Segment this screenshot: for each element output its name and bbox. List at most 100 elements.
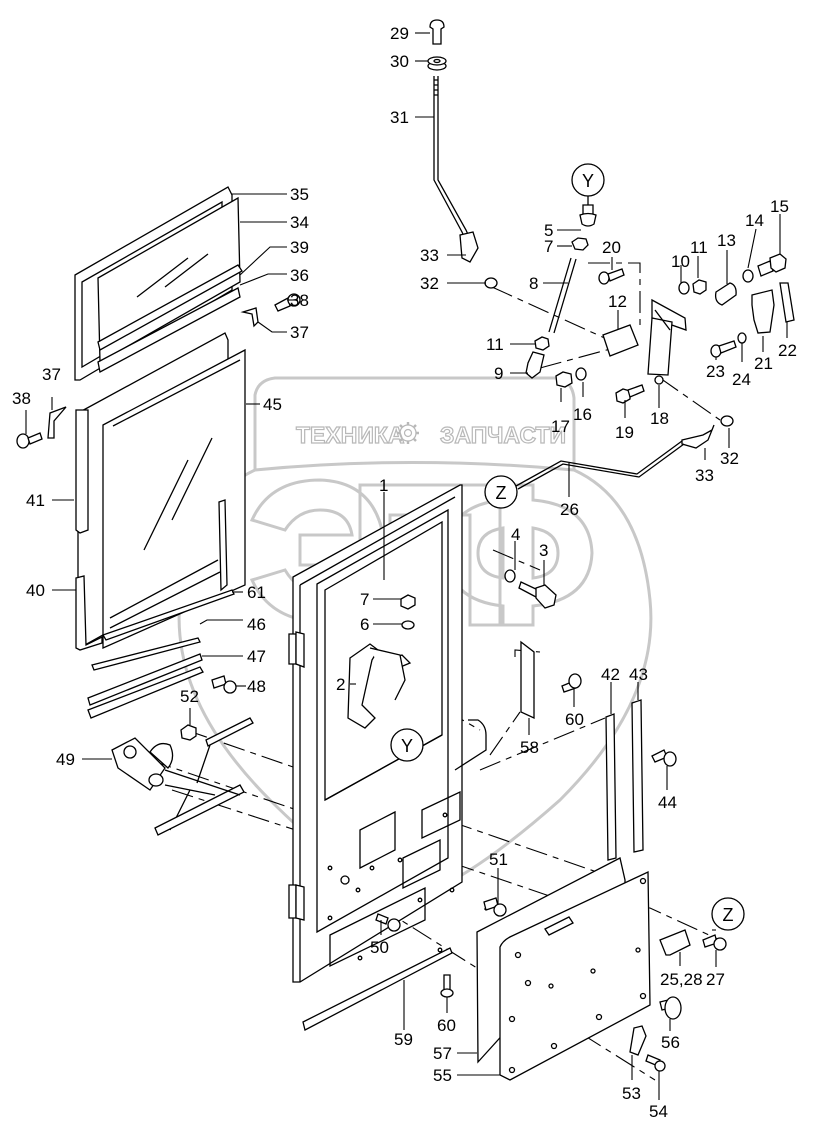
part-40-seal [75,575,103,651]
callout-44: 44 [658,793,677,812]
detail-marker-y-top-label: Y [582,171,594,191]
part-29-knob [429,19,445,45]
callout-11-left: 11 [486,335,504,354]
part-60-screw-upper [561,673,582,693]
callout-36: 36 [290,266,309,285]
part-4-washer [504,569,516,583]
detail-marker-z-lower [711,897,745,931]
part-31-rod [433,76,475,251]
part-7-nut-top [571,237,589,251]
part-45-glass-lower [102,348,246,649]
part-44-screw [651,749,677,767]
callout-58: 58 [520,738,539,757]
part-51-screw [483,897,507,917]
latch-assembly [647,298,687,385]
gear-icon [397,422,419,444]
part-3-bolt [518,581,557,609]
part-10-washer [678,281,690,295]
callout-13: 13 [717,231,736,250]
part-8-threaded-rod [548,257,577,334]
part-11-nut-left [534,336,550,351]
part-2-door-handle [347,643,412,729]
part-34-glass-upper [97,196,241,364]
part-15-bolt [757,253,787,277]
callout-11-right: 11 [690,238,708,257]
callout-50: 50 [370,938,389,957]
callout-22: 22 [778,341,797,360]
part-11-nut-right [692,279,707,295]
callout-1: 1 [379,476,388,495]
part-19-bolt [615,384,645,404]
callout-labels: 29 30 31 35 34 39 36 38 37 33 32 5 7 8 1… [12,24,797,1121]
watermark-text-left: ТЕХНИКА [296,422,405,448]
part-5-stud [579,196,597,227]
part-60-screw-lower [440,974,454,998]
callout-42: 42 [601,665,620,684]
callout-37-left: 37 [42,365,61,384]
part-17-nut [555,371,573,388]
callout-60-lower: 60 [437,1016,456,1035]
callout-10: 10 [671,252,690,271]
callout-29: 29 [390,24,409,43]
part-32-ball-joint-right [720,415,734,427]
part-47-strip [87,653,203,706]
part-37-bracket-upper [240,307,259,328]
part-38-screw-upper [274,293,301,312]
callout-2: 2 [336,675,345,694]
callout-9: 9 [494,364,503,383]
callout-21: 21 [754,354,773,373]
callout-48: 48 [247,677,266,696]
callout-59: 59 [394,1030,413,1049]
part-12-plate [602,324,639,357]
callout-16: 16 [573,405,592,424]
callout-57: 57 [433,1044,452,1063]
callout-46: 46 [247,615,266,634]
callout-54: 54 [649,1102,668,1121]
part-50-screw [375,913,401,932]
callout-4: 4 [511,525,520,544]
part-38-screw-left [16,432,43,449]
callout-27: 27 [706,970,725,989]
part-23-screw [710,340,737,358]
part-47-rail [87,666,204,719]
callout-15: 15 [770,197,789,216]
part-48-screw [211,675,237,694]
callout-47: 47 [247,647,266,666]
callout-52: 52 [180,687,199,706]
callout-31: 31 [390,108,409,127]
callout-51: 51 [489,850,508,869]
callout-49: 49 [56,750,75,769]
part-1-door-frame [292,484,463,983]
part-30-grommet [427,56,447,71]
part-39-strip [97,264,243,351]
callout-56: 56 [661,1033,680,1052]
part-14-washer [742,269,754,283]
callout-38-upper: 38 [290,291,309,310]
part-20-screw [598,268,625,285]
callout-30: 30 [390,52,409,71]
callout-25-28: 25,28 [660,970,703,989]
part-49-window-regulator [111,717,254,836]
callout-34: 34 [290,213,309,232]
detail-marker-y-lower [390,728,424,762]
callout-18: 18 [650,409,669,428]
part-9-elbow [525,351,545,379]
part-55-trim-panel [499,870,651,1081]
callout-7-upper: 7 [544,237,553,256]
door-hinge-lower [288,884,305,921]
part-53-lever [629,1025,647,1056]
part-61-strip [102,589,235,641]
door-inner-rod [454,719,487,771]
callout-45: 45 [263,395,282,414]
part-33-clip [459,231,479,263]
part-52-nut [180,724,197,741]
callout-32-right: 32 [720,449,739,468]
callout-53: 53 [622,1084,641,1103]
part-26-rod [515,440,685,490]
callout-12: 12 [608,292,627,311]
callout-32-upper: 32 [420,274,439,293]
callout-61: 61 [247,583,266,602]
callout-8: 8 [529,274,538,293]
watermark-text-right: ЗАПЧАСТИ [440,422,566,448]
